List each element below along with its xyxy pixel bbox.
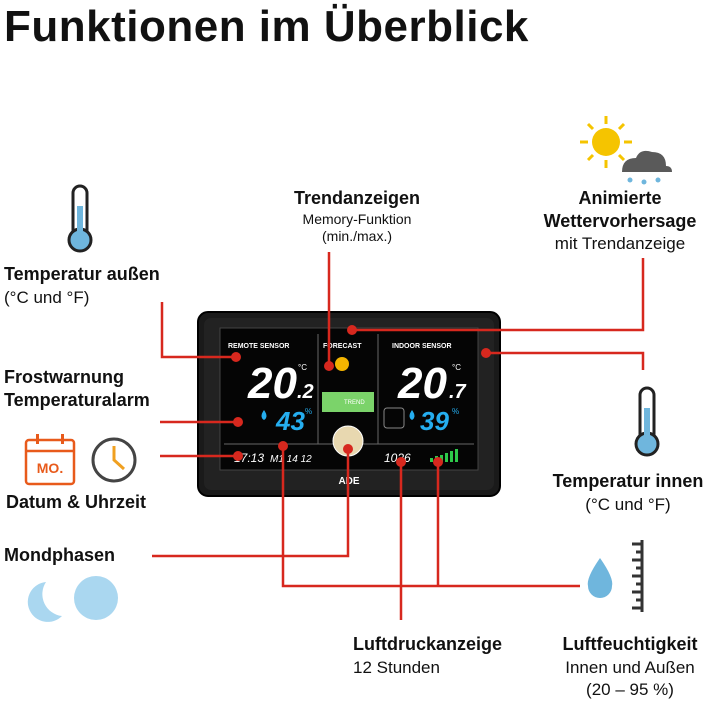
humidity-title: Luftfeuchtigkeit [562,634,698,654]
thermometer-outside-icon [67,184,93,253]
date-time-label: Datum & Uhrzeit [6,492,147,512]
trend-label-block: Trendanzeigen Memory-Funktion (min./max.… [272,188,442,244]
humidity-sub2: (20 – 95 %) [586,680,674,699]
remote-temperature: 20 [247,359,297,408]
thermometer-inside-icon [634,386,660,457]
indoor-temperature: 20 [397,359,447,408]
pressure-sub: 12 Stunden [353,658,440,677]
sun-cloud-icon [580,116,672,185]
page-title: Funktionen im Überblick [4,2,529,51]
temp-outside-sub: (°C und °F) [4,288,90,307]
temp-inside-label: Temperatur innen (°C und °F) [536,471,720,515]
moon-phase-icons [27,576,118,622]
pressure-label: Luftdruckanzeige 12 Stunden [353,634,502,678]
comfort-face-icon [383,407,405,429]
forecast-line2: Wettervorhersage [543,211,697,231]
trend-sub1: Memory-Funktion [302,211,412,227]
humidity-sub1: Innen und Außen [565,658,695,677]
trend-sub2: (min./max.) [322,228,392,244]
connector-dots [231,325,491,467]
trend-label: TREND [344,400,365,406]
frost-label: Frostwarnung Temperaturalarm [4,367,150,411]
remote-sensor-header: REMOTE SENSOR [228,343,289,350]
indoor-sensor-header: INDOOR SENSOR [392,343,452,350]
forecast-sun-icon [335,357,349,371]
calendar-icon: MO. [24,434,76,486]
remote-temperature-decimal: .2 [297,381,314,403]
frost-line1: Frostwarnung [4,367,124,387]
forecast-line3: mit Trendanzeige [554,234,686,253]
calendar-text: MO. [37,460,63,476]
temp-outside-title: Temperatur außen [4,264,160,284]
remote-temperature-unit: °C [298,363,307,372]
forecast-line1: Animierte [578,188,662,208]
remote-humidity: 43 [275,406,305,436]
forecast-label-block: Animierte Wettervorhersage mit Trendanze… [520,188,720,254]
date-display: M1 14 12 [270,454,312,465]
indoor-temperature-unit: °C [452,363,461,372]
indoor-humidity-unit: % [452,407,459,416]
temp-inside-sub: (°C und °F) [585,495,671,514]
weather-station: REMOTE SENSOR FORECAST INDOOR SENSOR 20 … [197,311,501,497]
indoor-humidity: 39 [420,406,449,436]
crescent-moon-icon [27,582,63,622]
moon-label: Mondphasen [4,545,115,565]
forecast-header: FORECAST [323,343,362,350]
indoor-temperature-decimal: .7 [449,381,467,403]
pressure-title: Luftdruckanzeige [353,634,503,654]
humidity-icon [587,540,644,612]
remote-humidity-unit: % [305,407,312,416]
trend-title: Trendanzeigen [293,188,421,208]
full-moon-icon [74,576,118,620]
connector-lines [152,252,645,620]
indoor-humidity-drop-icon [409,410,415,420]
frost-line2: Temperaturalarm [4,390,150,410]
temp-inside-title: Temperatur innen [552,471,704,491]
clock-icon [91,437,137,483]
temp-outside-label: Temperatur außen (°C und °F) [4,264,160,308]
remote-humidity-drop-icon [261,410,267,420]
humidity-label: Luftfeuchtigkeit Innen und Außen (20 – 9… [540,634,720,700]
forecast-landscape [322,392,374,412]
